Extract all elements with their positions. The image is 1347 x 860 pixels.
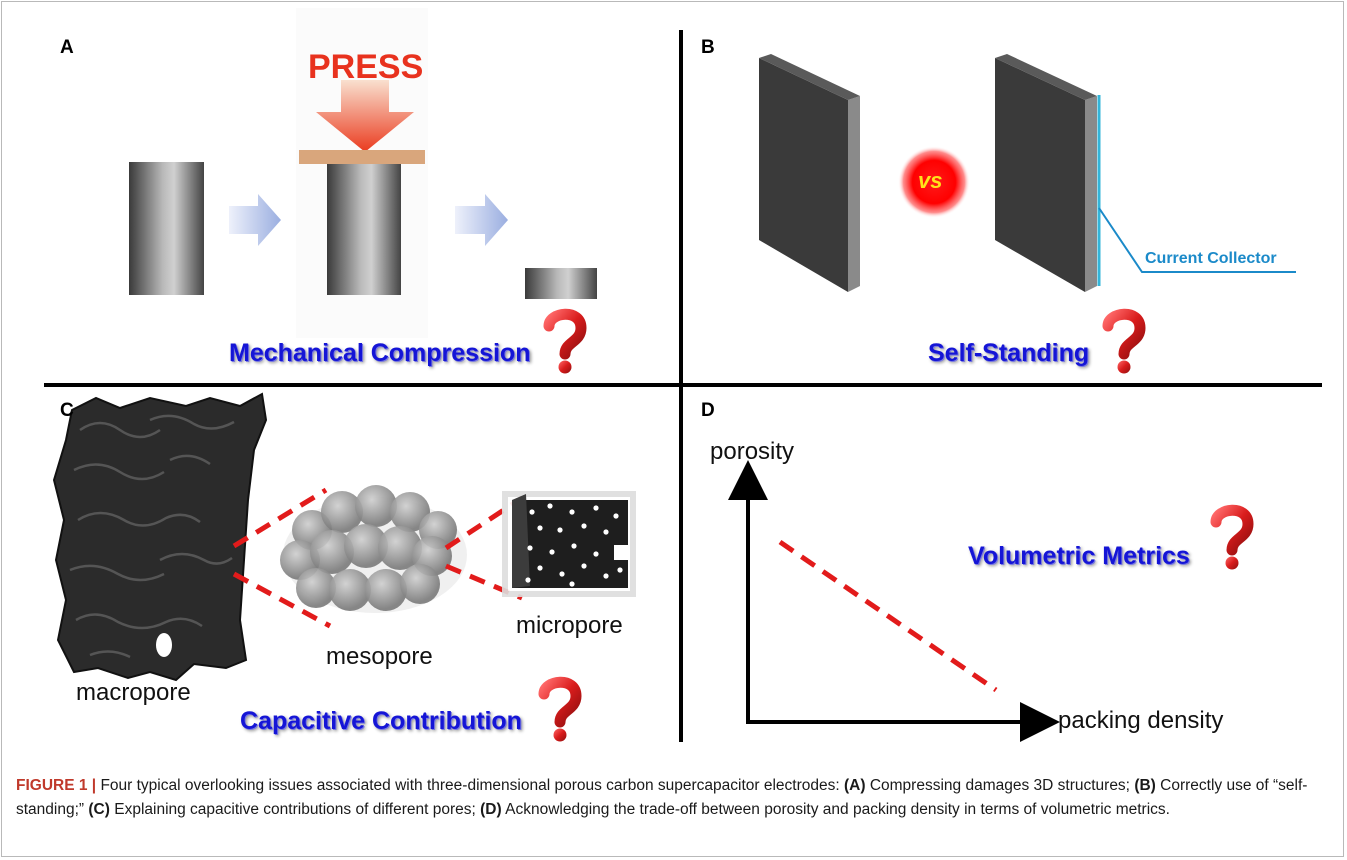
right-arrow-1: [229, 194, 281, 246]
tradeoff-dashed-line: [778, 539, 998, 693]
zoom-line-lower-2: [445, 563, 523, 601]
caption-tag-a: (A): [843, 777, 866, 794]
slab-right-face: [995, 58, 1085, 292]
caption-label: FIGURE 1 |: [16, 777, 97, 794]
right-arrow-2: [455, 194, 508, 246]
pressed-cylinder: [327, 164, 401, 295]
macropore-label: macropore: [76, 679, 191, 706]
tall-cylinder: [129, 162, 204, 295]
question-mark-icon: [538, 676, 582, 742]
caption-intro: Four typical overlooking issues associat…: [100, 777, 840, 794]
panel-a-artwork: [129, 8, 597, 338]
figure-artwork: [44, 8, 1322, 742]
caption-tag-c: (C): [88, 801, 110, 818]
slab-right-side: [1085, 96, 1097, 292]
panel-d-artwork: [728, 460, 1060, 742]
caption-tag-d: (D): [480, 801, 502, 818]
question-mark-icon: [1210, 504, 1254, 570]
panel-c-title: Capacitive Contribution: [240, 707, 522, 735]
caption-text-b: Correctly use of “self-standing;”: [16, 777, 1308, 818]
x-axis-label: packing density: [1058, 707, 1224, 734]
question-mark-icon: [1102, 308, 1146, 374]
caption-text-a: Compressing damages 3D structures;: [869, 777, 1130, 794]
panel-a-title: Mechanical Compression: [229, 339, 531, 367]
panel-c-artwork: [52, 392, 636, 682]
caption-text-d: Acknowledging the trade-off between poro…: [505, 801, 1170, 818]
current-collector-label: Current Collector: [1145, 250, 1277, 267]
zoom-line-upper: [232, 487, 328, 549]
panel-letter-c: C: [60, 400, 74, 421]
figure-1: A B C D PRESS Mechanical Compression vs …: [44, 8, 1322, 742]
micropore-label: micropore: [516, 612, 623, 639]
collector-leader-line: [1098, 207, 1296, 273]
slab-left-side: [848, 96, 860, 292]
vs-glow: [898, 146, 970, 218]
press-arrow: [316, 80, 414, 152]
panel-b-artwork: [759, 54, 1296, 292]
micropore-block: [502, 491, 636, 597]
y-axis-label: porosity: [710, 438, 795, 465]
mesopore-label: mesopore: [326, 643, 433, 670]
vs-label: vs: [918, 168, 943, 193]
panel-letter-a: A: [60, 37, 74, 58]
mesopore-cluster: [280, 485, 467, 613]
panel-letter-d: D: [701, 400, 715, 421]
slab-left-face: [759, 58, 848, 292]
panel-b-title: Self-Standing: [928, 339, 1090, 367]
zoom-line-upper-2: [444, 495, 524, 551]
question-mark-icons: [538, 308, 1254, 742]
question-mark-icon: [543, 308, 587, 374]
caption-tag-b: (B): [1134, 777, 1156, 794]
press-label: PRESS: [308, 48, 424, 86]
figure-caption: FIGURE 1 | Four typical overlooking issu…: [16, 774, 1328, 822]
panel-letter-b: B: [701, 37, 715, 58]
short-cylinder: [525, 268, 597, 299]
panel-d-title: Volumetric Metrics: [968, 542, 1190, 570]
press-plate: [299, 150, 425, 164]
caption-text-c: Explaining capacitive contributions of d…: [114, 801, 476, 818]
zoom-line-lower: [232, 571, 332, 629]
